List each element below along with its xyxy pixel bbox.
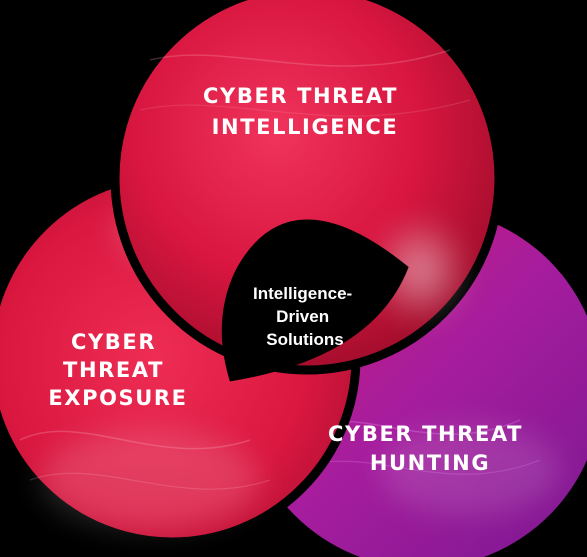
- label-cyber-threat-intelligence: CYBER THREAT INTELLIGENCE: [203, 84, 407, 139]
- label-center: Intelligence- Driven Solutions: [253, 284, 357, 349]
- label-cyber-threat-hunting: CYBER THREAT HUNTING: [328, 422, 532, 475]
- label-cyber-threat-exposure: CYBER THREAT EXPOSURE: [48, 330, 187, 410]
- label-center-line-2: Driven: [276, 307, 329, 326]
- center-region: [221, 219, 409, 382]
- label-exposure-line-1: CYBER: [71, 330, 156, 354]
- label-center-line-1: Intelligence-: [253, 284, 352, 303]
- label-intelligence-line-1: CYBER THREAT: [203, 84, 398, 108]
- label-center-line-3: Solutions: [266, 330, 343, 349]
- label-exposure-line-3: EXPOSURE: [48, 386, 187, 410]
- label-intelligence-line-2: INTELLIGENCE: [212, 115, 399, 139]
- label-hunting-line-1: CYBER THREAT: [328, 422, 523, 446]
- label-exposure-line-2: THREAT: [63, 358, 164, 382]
- label-hunting-line-2: HUNTING: [370, 451, 490, 475]
